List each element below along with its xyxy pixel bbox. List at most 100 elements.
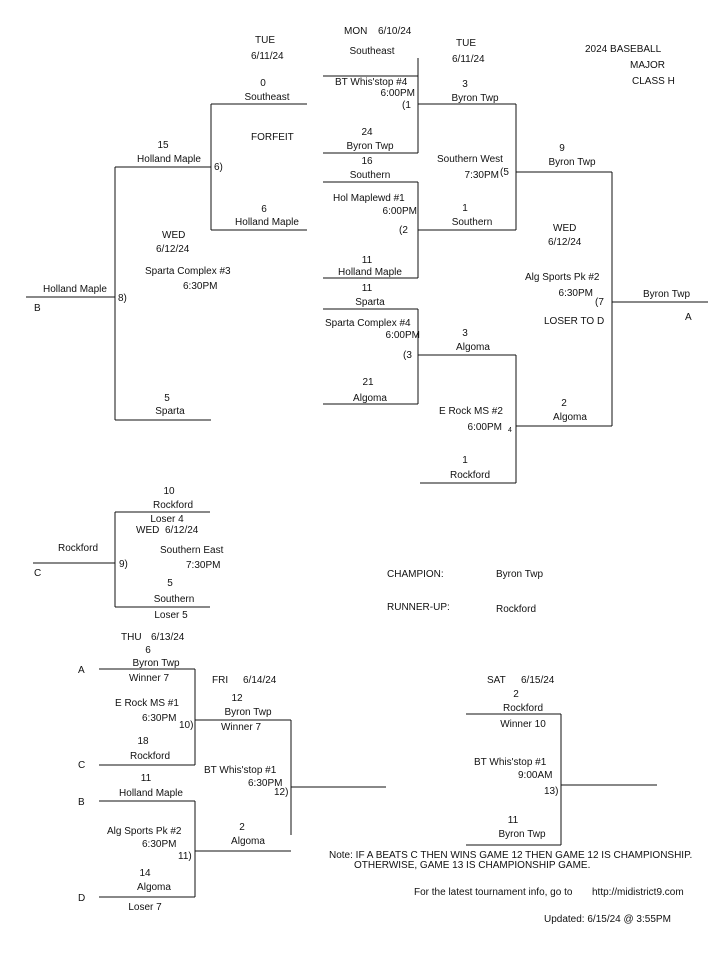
- game12-score-bottom: 2: [239, 822, 245, 833]
- game9-bottom-note: Loser 5: [154, 610, 188, 621]
- game11-time: 6:30PM: [142, 839, 177, 850]
- game12-day: FRI: [212, 675, 229, 686]
- game13-day: SAT: [487, 675, 506, 686]
- game11-score-bottom: 14: [139, 868, 151, 879]
- game1-location: BT Whis'stop #4: [335, 77, 408, 88]
- game4-location: E Rock MS #2: [439, 406, 503, 417]
- game10-slot-top: A: [78, 665, 85, 676]
- game12-time: 6:30PM: [248, 778, 283, 789]
- game6-score-bottom: 6: [261, 204, 267, 215]
- game6-number: 6): [214, 162, 223, 173]
- game3-number: (3: [403, 350, 412, 361]
- tournament-link[interactable]: http://midistrict9.com: [592, 887, 684, 898]
- game5-score-bottom: 1: [462, 203, 468, 214]
- game7-time: 6:30PM: [558, 288, 593, 299]
- game5-date: 6/11/24: [452, 54, 485, 65]
- runnerup-team: Rockford: [496, 604, 537, 615]
- game7-score-top: 9: [559, 143, 565, 154]
- game9-winner: Rockford: [58, 543, 99, 554]
- game1-score-bottom: 24: [361, 127, 373, 138]
- game10-score-bottom: 18: [137, 736, 149, 747]
- champion-team: Byron Twp: [496, 569, 544, 580]
- game7-date: 6/12/24: [548, 237, 582, 248]
- game2-number: (2: [399, 225, 408, 236]
- game3-score-bottom: 21: [362, 377, 374, 388]
- game12-team-top: Byron Twp: [224, 707, 272, 718]
- game2-score-top: 16: [361, 156, 373, 167]
- game7-location: Alg Sports Pk #2: [525, 272, 600, 283]
- game2-location: Hol Maplewd #1: [333, 193, 405, 204]
- game5-number: (5: [500, 167, 509, 178]
- game9-day: WED: [136, 525, 160, 536]
- game11-score-top: 11: [140, 773, 152, 784]
- game10-location: E Rock MS #1: [115, 698, 179, 709]
- game6-score-top: 0: [260, 78, 266, 89]
- game2-team-bottom: Holland Maple: [338, 267, 402, 278]
- game9-score-top: 10: [163, 486, 175, 497]
- game10-top-note: Winner 7: [128, 673, 170, 684]
- tournament-class: CLASS H: [632, 76, 675, 87]
- game11-team-top: Holland Maple: [119, 788, 183, 799]
- game10-team-bottom: Rockford: [129, 751, 171, 762]
- game10-number: 10): [179, 720, 194, 731]
- game9-date: 6/12/24: [165, 525, 199, 536]
- game10-team-top: Byron Twp: [132, 658, 180, 669]
- game7-team-bottom: Algoma: [553, 412, 587, 423]
- game2-time: 6:00PM: [382, 206, 417, 217]
- game4-team-bottom: Rockford: [449, 470, 491, 481]
- game4-score-bottom: 1: [462, 455, 468, 466]
- game7-number: (7: [595, 297, 604, 308]
- game3-time: 6:00PM: [385, 330, 420, 341]
- game8-number: 8): [118, 293, 127, 304]
- tournament-division: MAJOR: [630, 60, 665, 71]
- runnerup-label: RUNNER-UP:: [387, 602, 450, 613]
- championship-note-line1: Note: IF A BEATS C THEN WINS GAME 12 THE…: [329, 850, 693, 861]
- game13-location: BT Whis'stop #1: [474, 757, 547, 768]
- game11-number: 11): [178, 851, 192, 862]
- game4-number: 4: [508, 427, 512, 434]
- game10-date: 6/13/24: [151, 632, 185, 643]
- game6b-team: Algoma: [456, 342, 490, 353]
- game7-winner-slot: A: [685, 312, 692, 323]
- game8-score-top: 15: [157, 140, 169, 151]
- game13-team-bottom: Byron Twp: [498, 829, 546, 840]
- game1-team-top: Southeast: [349, 46, 395, 57]
- game5-time: 7:30PM: [464, 170, 499, 181]
- game5-team-top: Byron Twp: [451, 93, 499, 104]
- game10-day: THU: [121, 632, 142, 643]
- game5-team-bottom: Southern: [451, 217, 493, 228]
- game13-number: 13): [544, 786, 559, 797]
- game1-number: (1: [402, 100, 411, 111]
- game9-time: 7:30PM: [186, 560, 221, 571]
- game12-score-top: 12: [231, 693, 243, 704]
- game6-day: TUE: [255, 35, 275, 46]
- game1-team-bottom: Byron Twp: [346, 141, 394, 152]
- game6-date: 6/11/24: [251, 51, 284, 62]
- game3-location: Sparta Complex #4: [325, 318, 411, 329]
- game9-number: 9): [119, 559, 128, 570]
- game9-team-top: Rockford: [152, 500, 194, 511]
- game9-top-note: Loser 4: [150, 514, 184, 525]
- game1-date: 6/10/24: [378, 26, 412, 37]
- game12-location: BT Whis'stop #1: [204, 765, 277, 776]
- game3-team-top: Sparta: [355, 297, 385, 308]
- game13-team-top: Rockford: [502, 703, 544, 714]
- game6-team-top: Southeast: [244, 92, 290, 103]
- game8-team-top: Holland Maple: [137, 154, 201, 165]
- championship-note-line2: OTHERWISE, GAME 13 IS CHAMPIONSHIP GAME.: [354, 860, 591, 871]
- game13-top-note: Winner 10: [500, 719, 546, 730]
- game7-day: WED: [553, 223, 577, 234]
- game8-date: 6/12/24: [156, 244, 190, 255]
- game12-date: 6/14/24: [243, 675, 277, 686]
- game9-team-bottom: Southern: [153, 594, 195, 605]
- game13-date: 6/15/24: [521, 675, 555, 686]
- game11-team-bottom: Algoma: [137, 882, 171, 893]
- game13-time: 9:00AM: [518, 770, 553, 781]
- game3-score-top: 11: [361, 283, 373, 294]
- game6b-score: 3: [462, 328, 468, 339]
- game12-top-note: Winner 7: [220, 722, 262, 733]
- game13-score-bottom: 11: [507, 815, 519, 826]
- game7-team-top: Byron Twp: [548, 157, 596, 168]
- game4-time: 6:00PM: [467, 422, 502, 433]
